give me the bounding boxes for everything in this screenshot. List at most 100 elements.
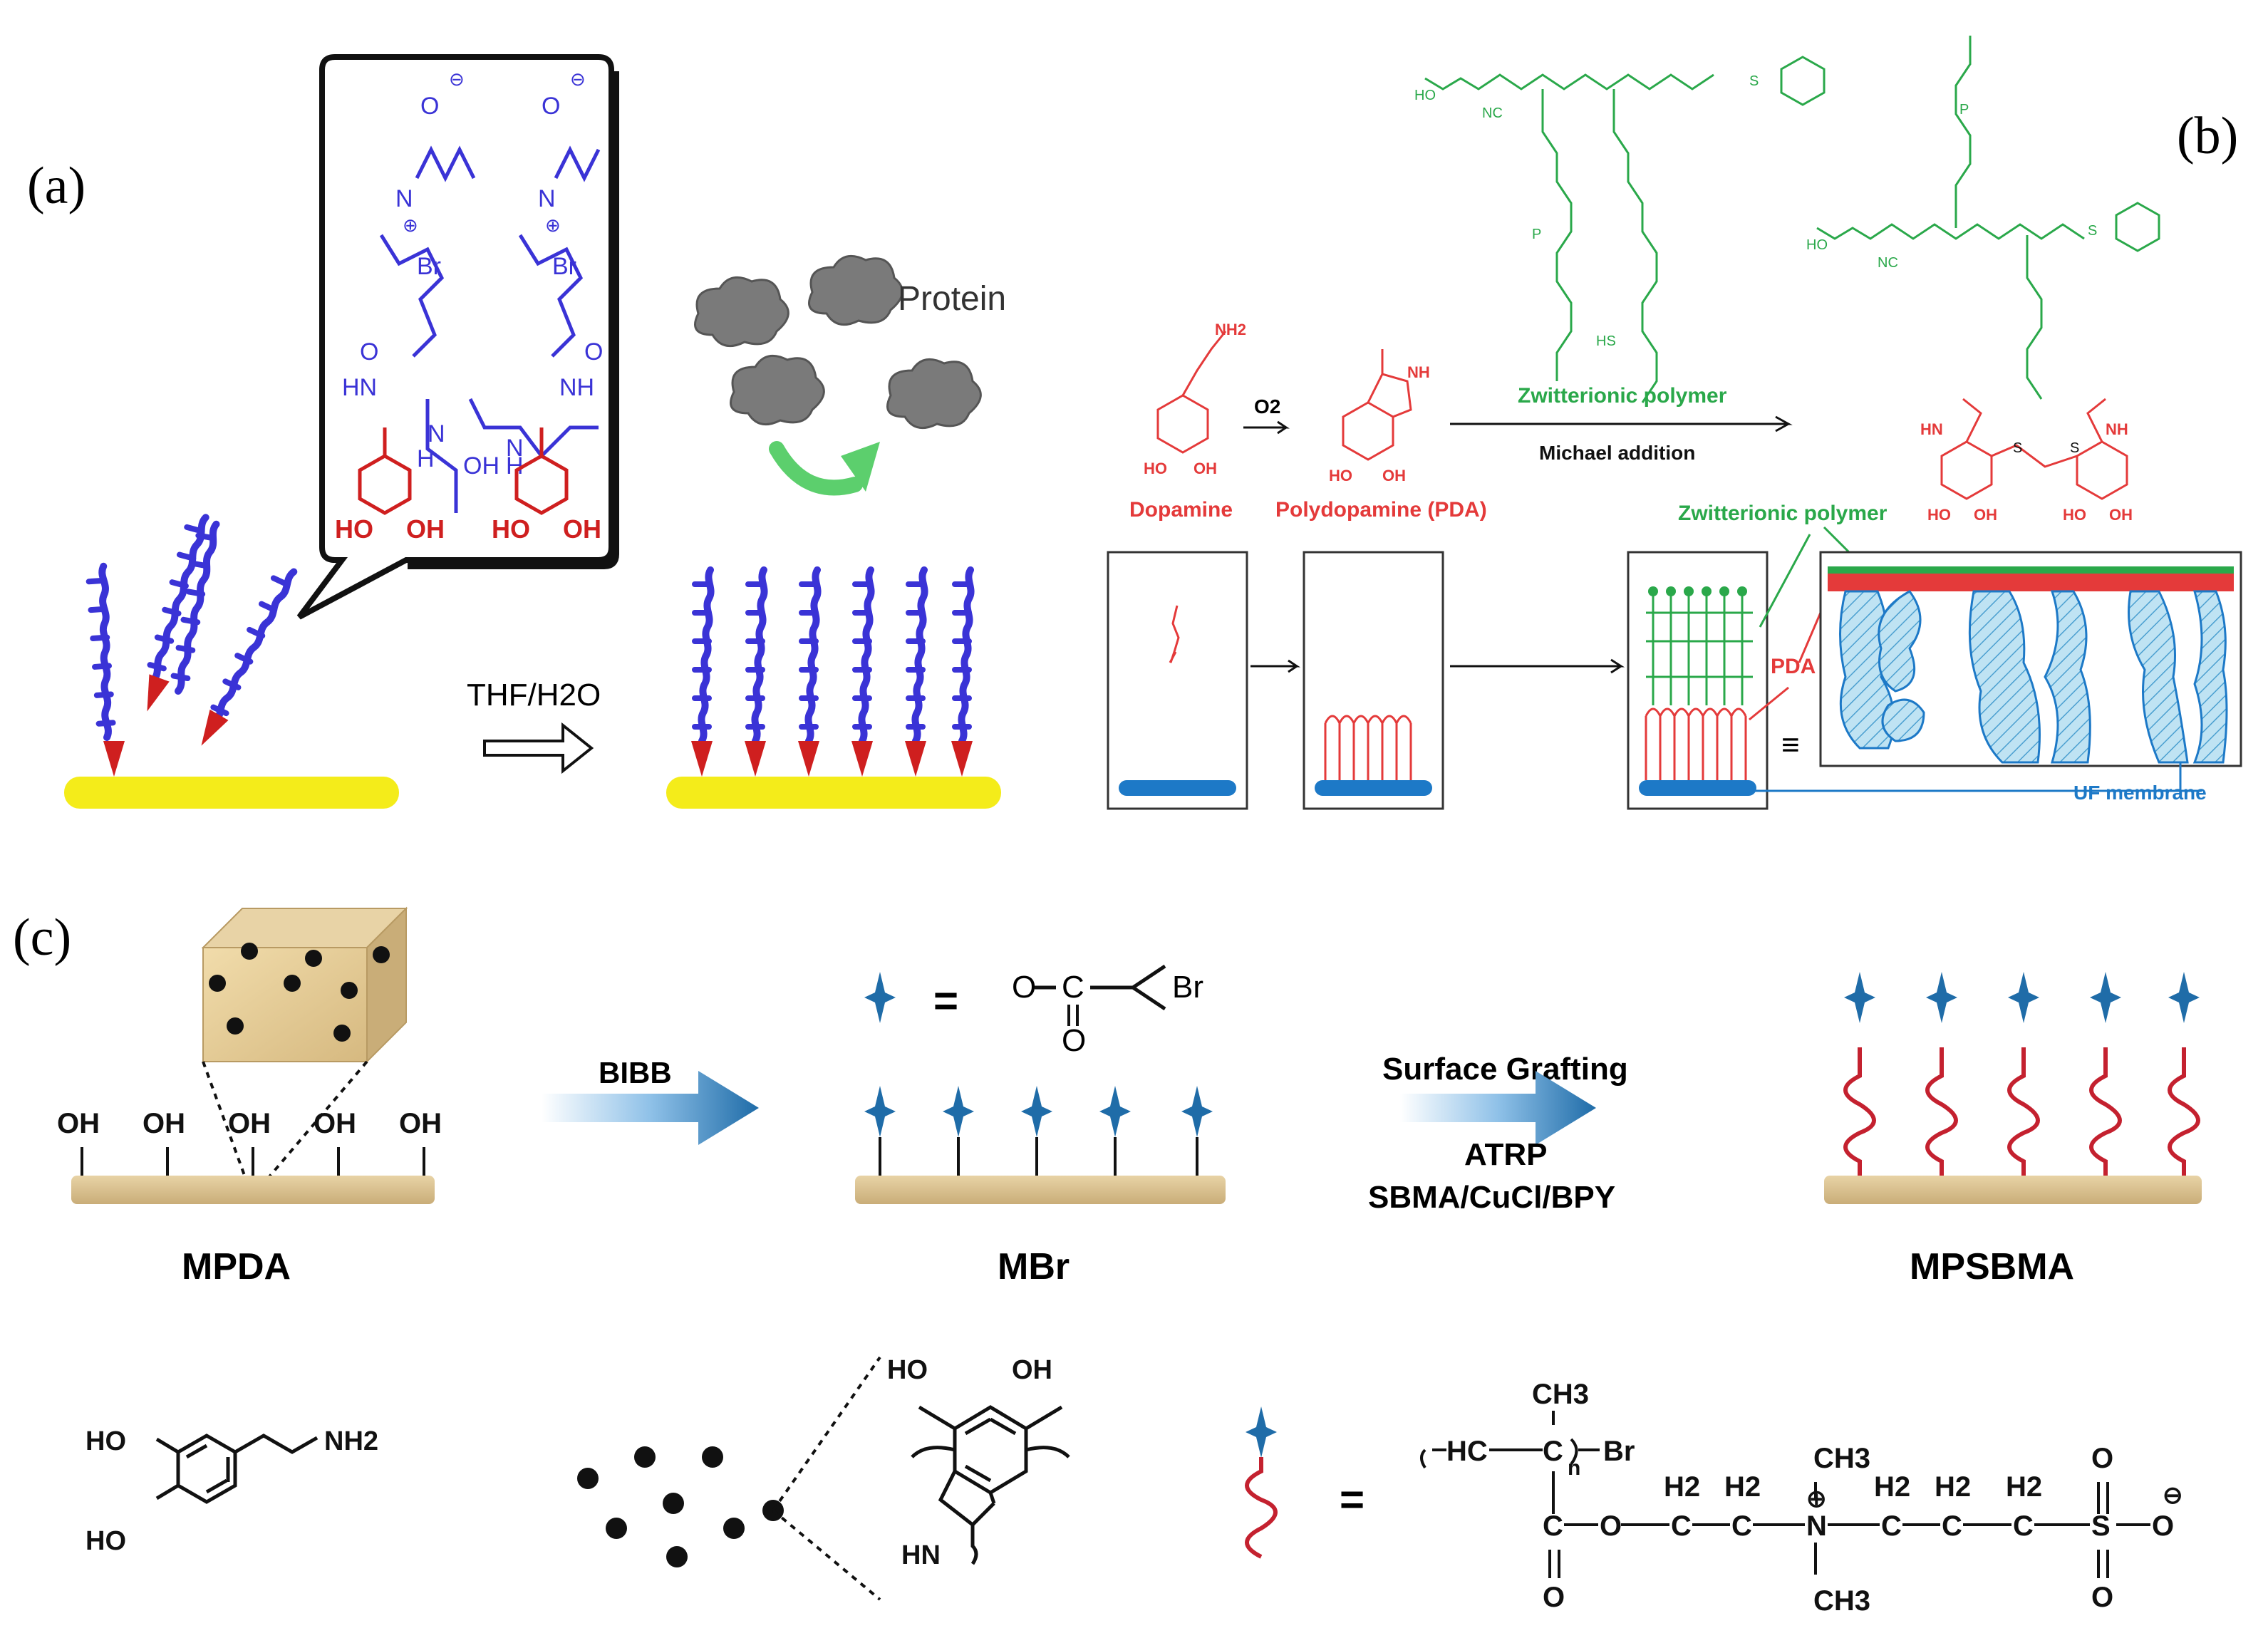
zp-hs: HS [1596,333,1616,349]
prod-s-left: S [2013,440,2022,456]
repel-arrow [769,441,880,496]
pm-o-s-bottom: O [2091,1582,2113,1613]
panel-c-label: (c) [13,908,71,967]
mbr-initiators [864,1086,1213,1176]
pda-ho: HO [1329,467,1352,484]
substrate-b2 [1315,780,1432,796]
substrate-right [666,777,1001,809]
bibb-label: BIBB [599,1056,672,1089]
proteins [694,254,982,430]
prod-hn: HN [1920,420,1943,438]
pm-c-3: C [1881,1510,1902,1542]
oh-stems [81,1147,425,1176]
beaker-2 [1303,551,1444,810]
substrate-mpsbma [1824,1176,2202,1204]
pm-c-main: C [1543,1436,1563,1467]
prod-nc: NC [1878,255,1898,271]
callout-n-mid2: N [506,435,524,462]
oxygen-label: O2 [1254,395,1280,418]
callout-nh: NH [559,374,594,401]
callout-n-mid: N [428,420,445,447]
dopamine-structure [1156,331,1227,454]
substrate-mbr [855,1176,1226,1204]
pda-unit-oh: OH [1012,1355,1052,1385]
callout-carboxylate-right: O [542,93,560,120]
ester-o: O [1012,970,1036,1005]
callout-o-right: O [584,338,603,366]
dopamine-bottom [155,1434,319,1504]
pda-label: Polydopamine (PDA) [1275,498,1487,522]
pm-o-carbonyl: O [1543,1582,1565,1613]
dopamine-bottom-ho-2: HO [86,1526,126,1556]
free-chains-left [88,514,294,777]
dopamine-ho: HO [1144,460,1167,477]
substrate-left [64,777,399,809]
dopamine-label: Dopamine [1129,498,1233,522]
panel-c: (c) OH OH OH OH OH MPDA BIBB [13,906,2202,1617]
monomer-callout: O ⊖ O ⊖ N ⊕ N ⊕ Br Br O O HN NH N H OH H… [296,54,619,620]
dopamine-oh: OH [1193,460,1217,477]
grafted-coils [1843,972,2200,1176]
pda-particles [577,1446,784,1567]
panel-b-label: (b) [2177,107,2238,165]
pm-h2-1: H2 [1664,1471,1700,1503]
callout-oh-right: OH [563,514,601,544]
pm-h2-2: H2 [1724,1471,1761,1503]
dopamine-nh2: NH2 [1215,321,1246,338]
pm-c-carbonyl: C [1543,1510,1563,1542]
pda-unit-structure [911,1405,1070,1565]
callout-oh-mid: OH [463,452,499,480]
pm-h2-4: H2 [1935,1471,1971,1503]
callout-br-left: Br [417,253,441,280]
mpda-label: MPDA [182,1246,291,1287]
oh-1: OH [57,1108,100,1139]
ester-br: Br [1172,970,1203,1005]
pda-nh: NH [1407,363,1430,381]
pda-cube [201,906,408,1181]
pm-ch3-n-top: CH3 [1813,1443,1870,1474]
pda-unit-ho: HO [887,1355,928,1385]
zp-ho: HO [1414,88,1436,103]
prod-p: P [1959,102,1969,118]
callout-neg-charge-left: ⊖ [449,68,465,90]
pm-hc: HC [1446,1436,1488,1467]
prod-ho: HO [1806,237,1828,253]
dopamine-bottom-ho-1: HO [86,1426,126,1456]
callout-br-right: Br [552,253,576,280]
mpsbma-label: MPSBMA [1910,1246,2074,1287]
michael-label: Michael addition [1539,442,1695,464]
callout-hn: HN [342,374,377,401]
pda-oh: OH [1382,467,1406,484]
callout-oh-left: OH [406,514,445,544]
uf-pointer [1753,762,2202,792]
star-equals: = [933,977,958,1025]
michael-arrow [1450,415,1793,432]
pm-c-4: C [1942,1510,1962,1542]
zp-nc: NC [1482,105,1503,121]
substrate-b3 [1639,780,1756,796]
pda-pointer [1749,612,1822,721]
ester-carbonyl-o: O [1062,1023,1086,1058]
ester-bond [1035,964,1166,1011]
mbr-label: MBr [998,1246,1070,1287]
zwitterionic-side-label: Zwitterionic polymer [1678,502,1888,525]
zp-s: S [1749,73,1759,89]
pm-h2-5: H2 [2006,1471,2042,1503]
zp-p: P [1532,227,1541,242]
callout-h-mid: H [417,445,435,472]
uf-label: UF membrane [2073,782,2207,804]
prod-ho-left: HO [1927,506,1951,524]
prod-nh: NH [2106,420,2128,438]
pm-c-2: C [1731,1510,1752,1542]
callout-o-left: O [360,338,378,366]
zwitterionic-top-label: Zwitterionic polymer [1518,384,1727,408]
dopamine-molecule [1169,605,1180,663]
pm-s: S [2091,1510,2111,1542]
pm-c-5: C [2013,1510,2034,1542]
polymer-bonds [1420,1411,2150,1578]
substrate-mpda [71,1176,435,1204]
arrow-b1 [1250,659,1300,673]
process-arrow-a [483,722,594,774]
oh-2: OH [143,1108,185,1139]
